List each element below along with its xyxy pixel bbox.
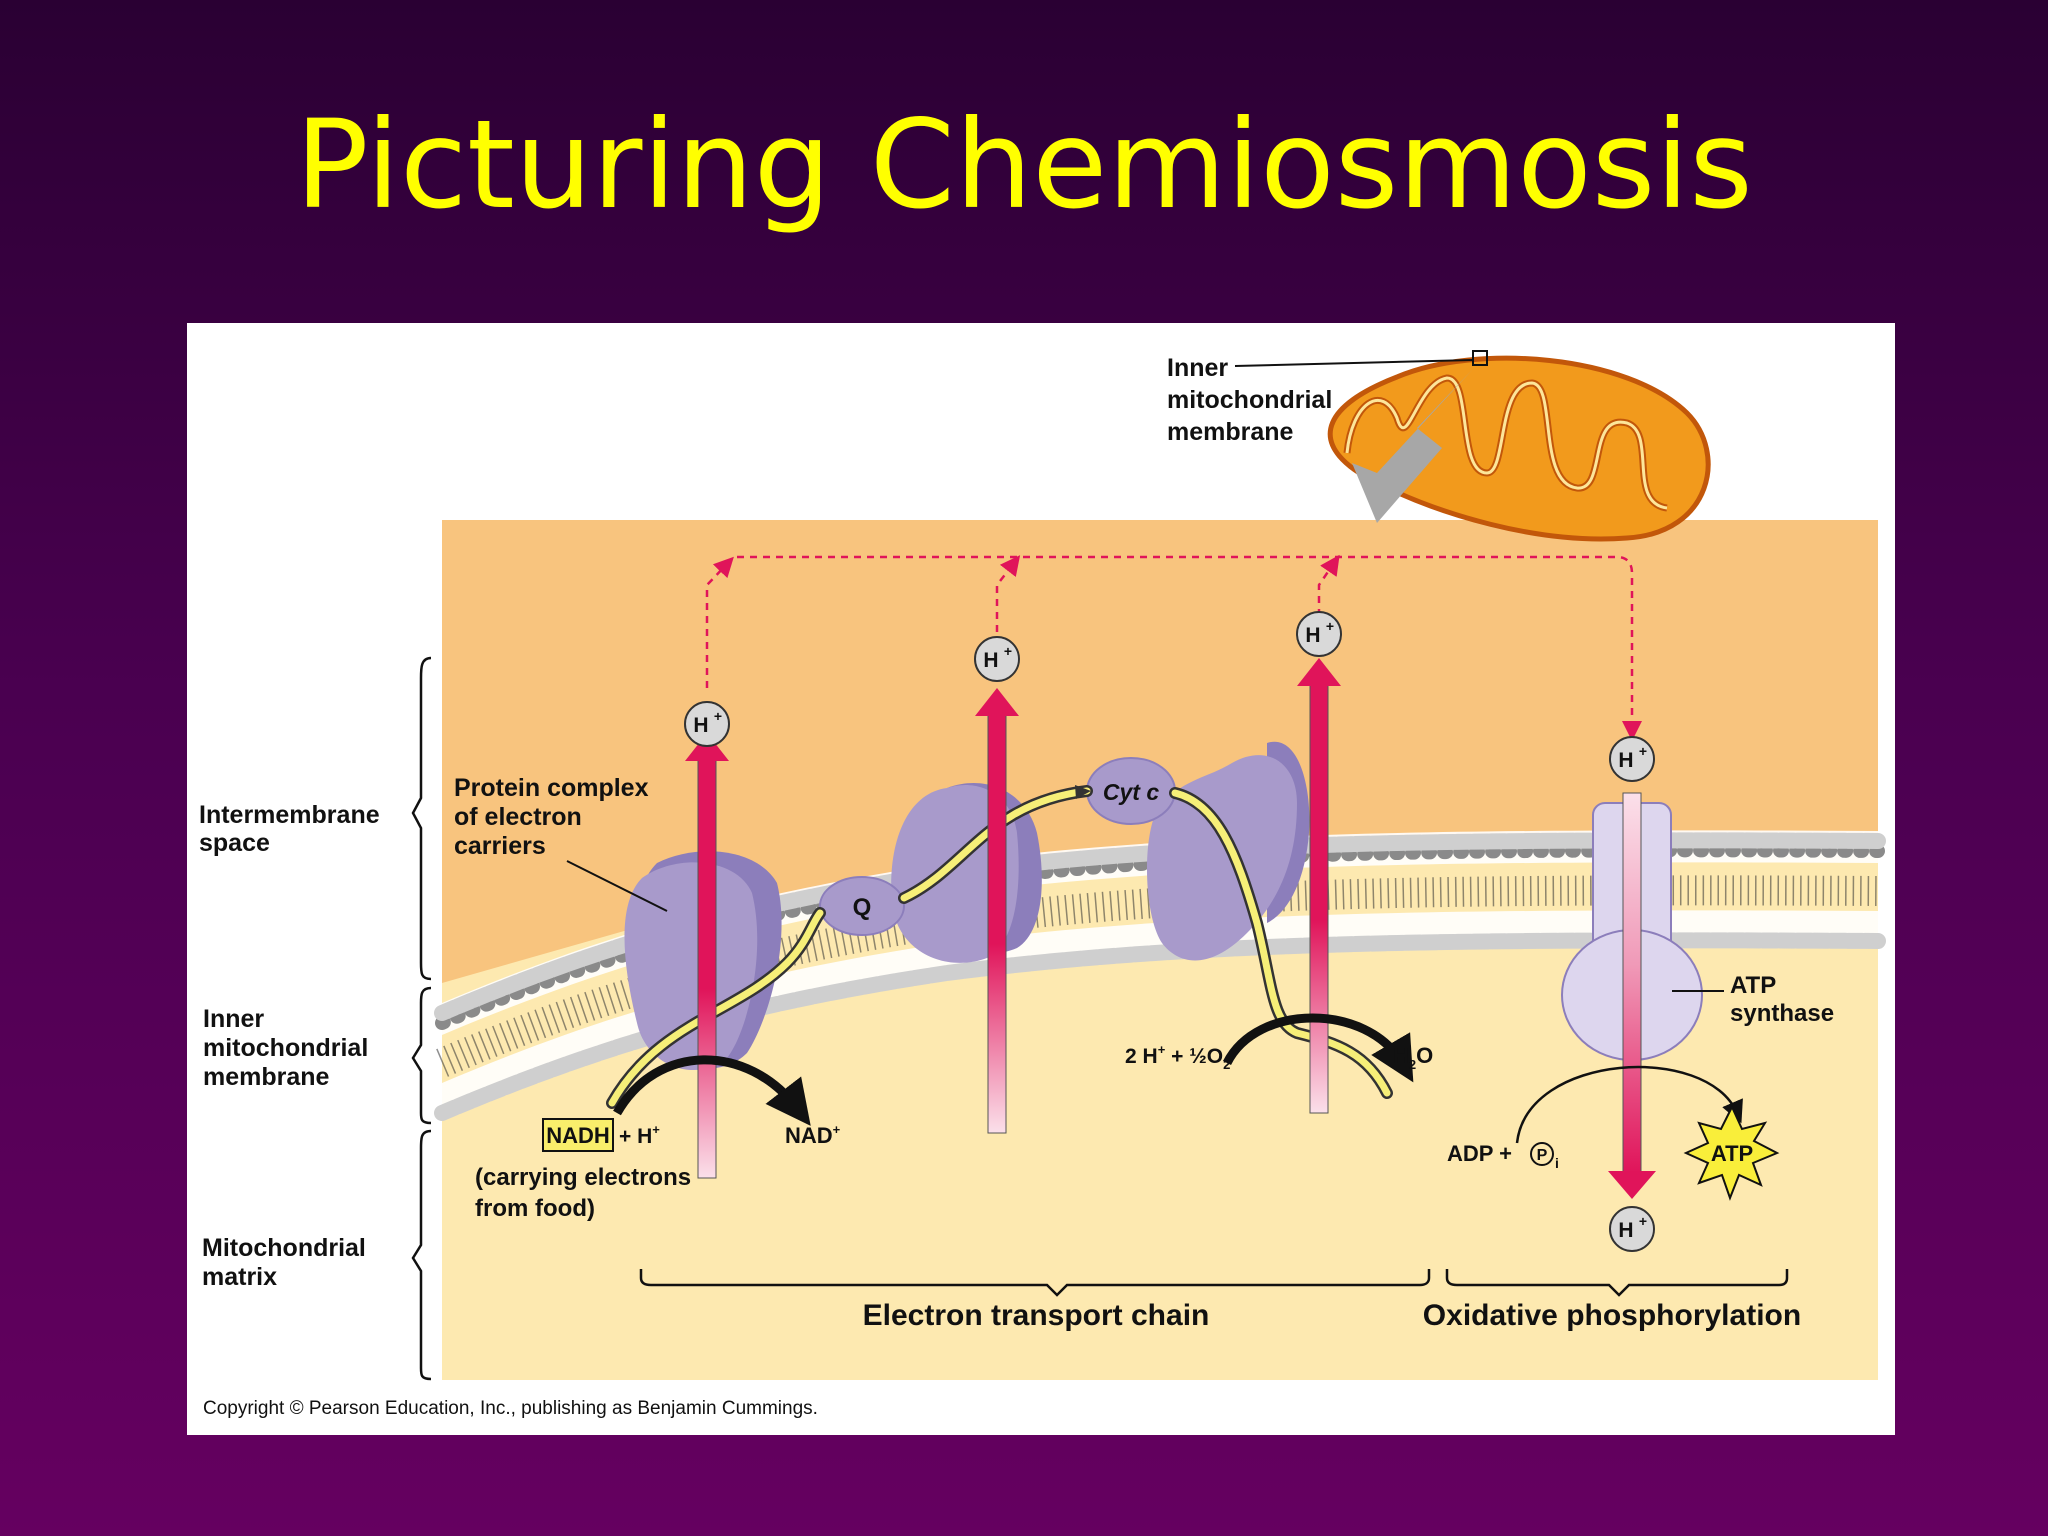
atp-synthase-label: ATP synthase (1730, 972, 1834, 1027)
svg-text:Cyt c: Cyt c (1103, 779, 1159, 805)
figure-panel: Intermembrane space Inner mitochondrial … (187, 323, 1895, 1435)
carrier-q: Q (819, 876, 905, 936)
svg-text:+: + (1326, 618, 1334, 634)
svg-text:Q: Q (853, 894, 872, 921)
section-oxidative-phosphorylation: Oxidative phosphorylation (1423, 1299, 1801, 1332)
svg-text:+: + (714, 708, 722, 724)
pi-symbol: P (1537, 1147, 1548, 1164)
proton-badge-1: H + (684, 701, 730, 747)
nadh-label: NADH (546, 1123, 610, 1148)
atp-synthase-proton-channel (1608, 792, 1656, 1199)
atp-starburst-icon (1683, 1104, 1780, 1201)
proton-badge-5: H + (1609, 1206, 1655, 1252)
protein-complex-leader (566, 860, 668, 912)
electron-path (606, 785, 1393, 1109)
svg-text:H: H (1305, 624, 1320, 647)
water-label: H2O (1393, 1043, 1433, 1072)
pi-subscript: i (1555, 1155, 1559, 1171)
label-inner-membrane: Inner mitochondrial membrane (203, 1005, 375, 1091)
slide-title: Picturing Chemiosmosis (295, 94, 1753, 236)
oxygen-equation: 2 H+ + ½O2 (1125, 1042, 1230, 1072)
proton-badge-3: H + (1296, 611, 1342, 657)
nadh-box (542, 1118, 614, 1152)
callout-line (1234, 359, 1474, 367)
svg-text:H: H (1618, 1219, 1633, 1242)
callout-inner-membrane: Inner mitochondrial membrane (1167, 354, 1339, 446)
mitochondrion-icon (1327, 350, 1711, 542)
label-intermembrane-space: Intermembrane space (199, 801, 387, 857)
proton-badge-4: H + (1609, 736, 1655, 782)
svg-text:H: H (983, 649, 998, 672)
zoom-arrow-icon (1352, 369, 1473, 523)
proton-pump-arrow-2 (975, 688, 1019, 1134)
svg-text:+: + (1004, 643, 1012, 659)
protein-complex-3 (1147, 741, 1310, 961)
section-electron-transport-chain: Electron transport chain (863, 1299, 1210, 1332)
copyright-notice: Copyright © Pearson Education, Inc., pub… (203, 1398, 818, 1419)
pi-circle-icon (1530, 1142, 1554, 1166)
section-brackets (639, 1269, 1789, 1297)
carrier-cyt-c: Cyt c (1086, 757, 1176, 825)
proton-gradient-path (705, 554, 1642, 741)
nadh-plus-h: + H+ (619, 1122, 660, 1148)
proton-badge-2: H + (974, 636, 1020, 682)
intermembrane-region (442, 520, 1878, 983)
side-brackets (411, 656, 432, 1381)
oxygen-reduction-arrow (1222, 1013, 1414, 1083)
nadh-oxidation-arrow (613, 1055, 811, 1126)
chemiosmosis-diagram: Intermembrane space Inner mitochondrial … (199, 350, 1886, 1419)
svg-text:+: + (1639, 1213, 1647, 1229)
adp-pi-label: ADP + (1447, 1141, 1512, 1166)
proton-pump-arrow-3 (1297, 658, 1341, 1114)
protein-complex-label: Protein complex of electron carriers (454, 774, 655, 860)
label-mitochondrial-matrix: Mitochondrial matrix (202, 1234, 373, 1291)
svg-text:H: H (1618, 749, 1633, 772)
atp-label: ATP (1711, 1141, 1753, 1166)
atp-synthesis-arrow (1515, 1065, 1743, 1144)
nadh-note: (carrying electrons from food) (475, 1164, 698, 1222)
svg-text:+: + (1639, 743, 1647, 759)
nad-plus-label: NAD+ (785, 1122, 841, 1148)
svg-text:H: H (693, 714, 708, 737)
